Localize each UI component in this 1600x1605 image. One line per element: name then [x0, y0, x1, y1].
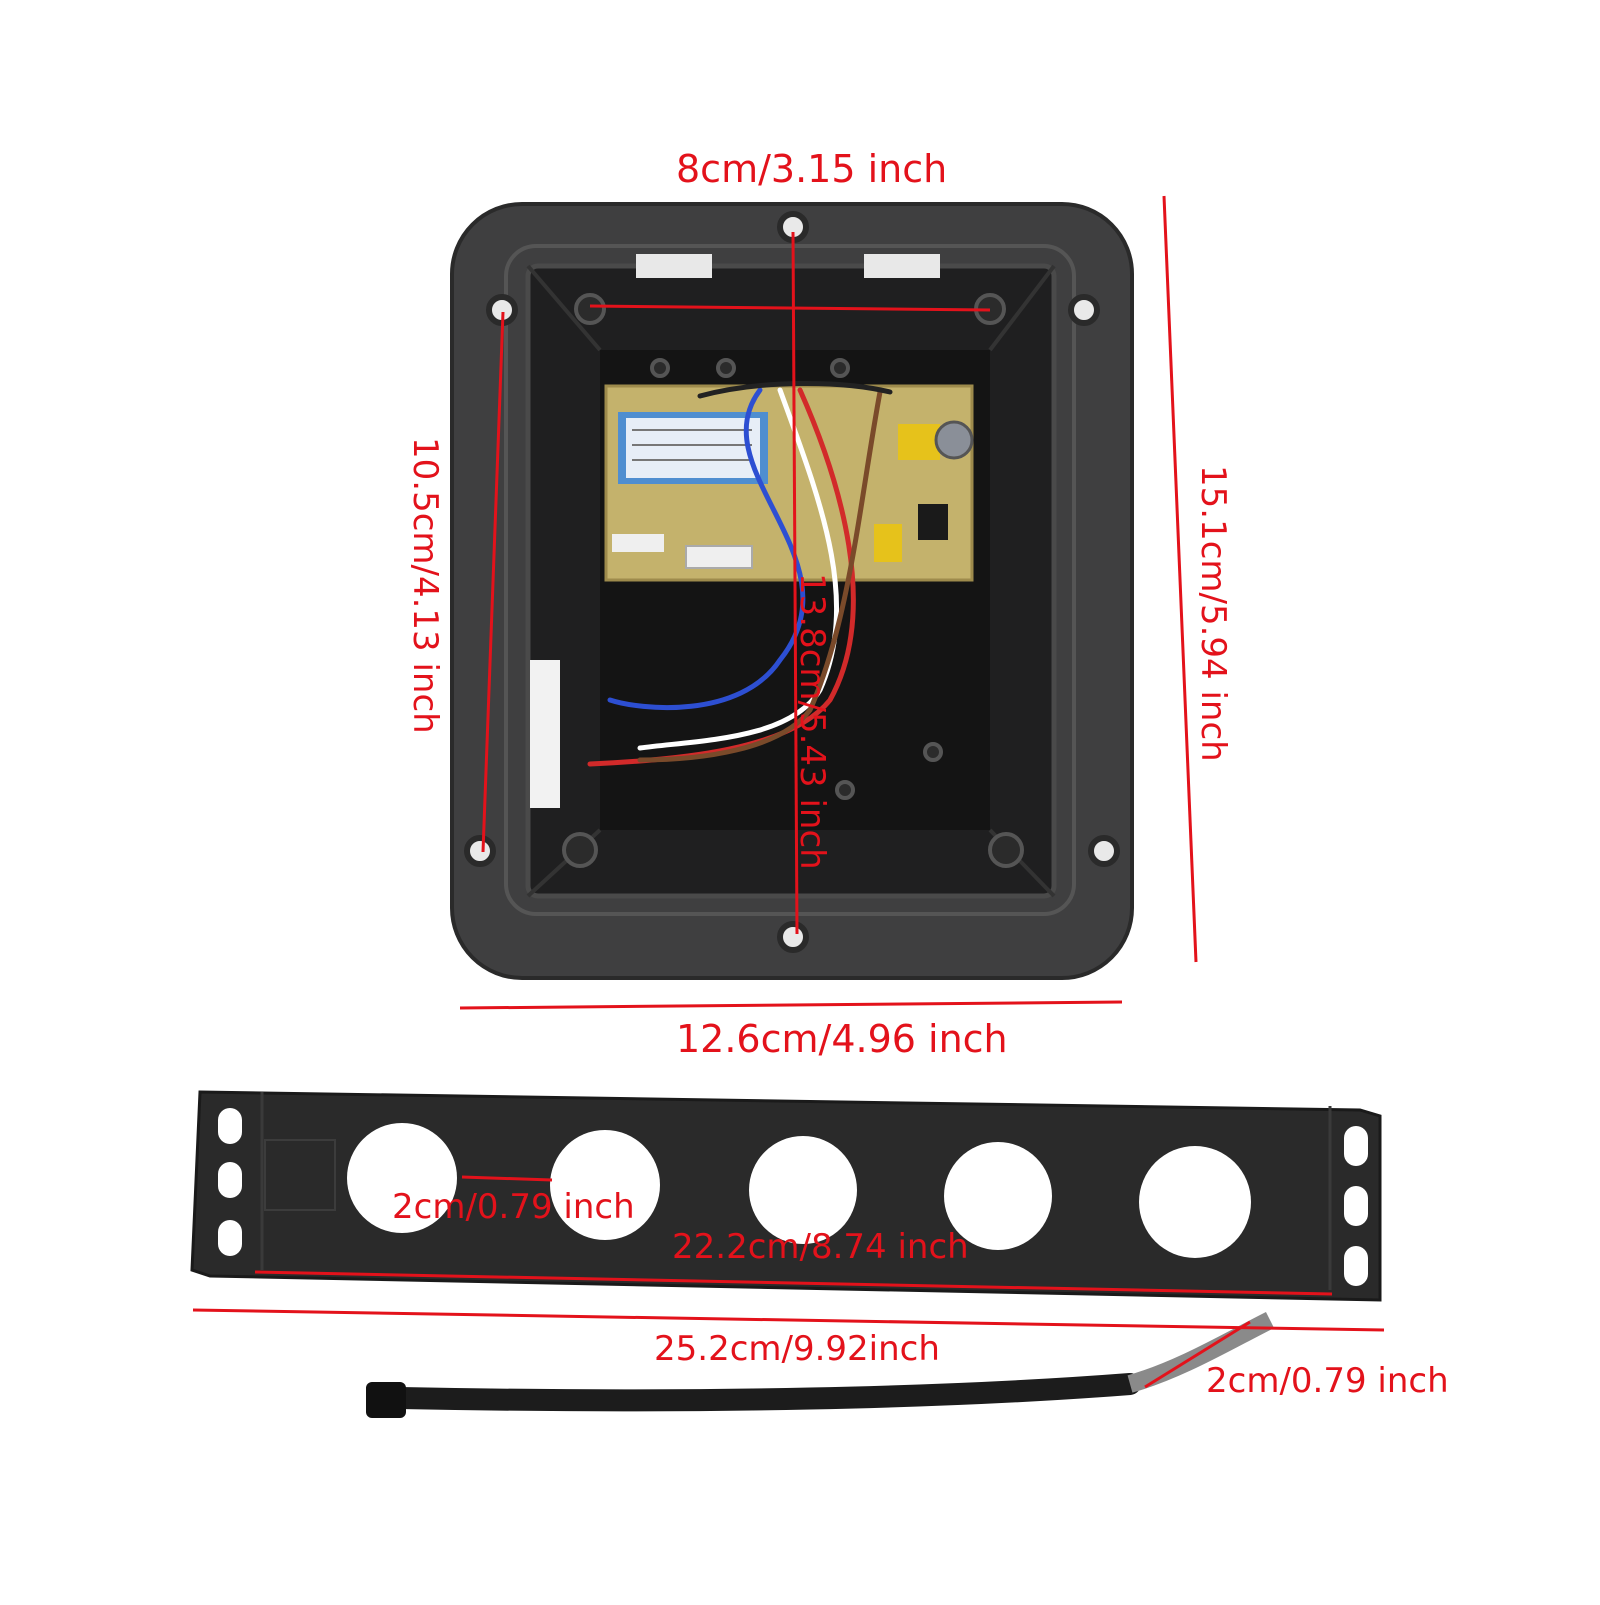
box-clip-right [864, 254, 940, 278]
pcb-electrolytic-capacitor [934, 420, 974, 460]
dim-line-inner-width [589, 304, 991, 312]
label-bracket-length: 25.2cm/9.92inch [654, 1329, 940, 1369]
dim-line-cable-width [1144, 1320, 1251, 1389]
pcb-chip [918, 504, 948, 540]
mounting-bracket [190, 1090, 1382, 1302]
wires [587, 380, 893, 767]
cable-connector [366, 1382, 406, 1418]
pcb-capacitor-yellow [898, 424, 940, 460]
dim-line-mount-span [791, 231, 799, 935]
dim-line-hole-diameter [461, 1175, 553, 1182]
dim-line-bracket-hole-span [254, 1270, 1333, 1296]
label-box-inner-width: 8cm/3.15 inch [676, 147, 948, 191]
dim-line-inner-height [481, 311, 505, 853]
label-box-overall-height: 15.1cm/5.94 inch [1193, 465, 1233, 762]
dim-line-overall-height [1162, 195, 1198, 963]
label-box-mount-span: 13.8cm/5.43 inch [792, 573, 832, 870]
pcb-board [604, 384, 974, 582]
bracket-slots-left [218, 1108, 242, 1256]
bracket-slots-right [1344, 1126, 1368, 1286]
dimension-lines [192, 195, 1385, 1389]
label-box-inner-height: 10.5cm/4.13 inch [405, 437, 445, 734]
control-box [450, 202, 1134, 980]
bracket-round-holes [347, 1123, 1251, 1258]
pcb-connector [685, 545, 753, 569]
box-flange-groove [504, 244, 1076, 916]
label-cable-width: 2cm/0.79 inch [1206, 1361, 1449, 1401]
dim-line-bracket-length [192, 1308, 1385, 1332]
label-box-overall-width: 12.6cm/4.96 inch [676, 1017, 1008, 1061]
label-bracket-hole-span: 22.2cm/8.74 inch [672, 1227, 969, 1267]
dim-line-overall-width [459, 1000, 1123, 1010]
inner-bosses [562, 293, 1024, 868]
insulation-pad [530, 660, 560, 808]
label-hole-diameter: 2cm/0.79 inch [392, 1187, 635, 1227]
box-clip-left [636, 254, 712, 278]
